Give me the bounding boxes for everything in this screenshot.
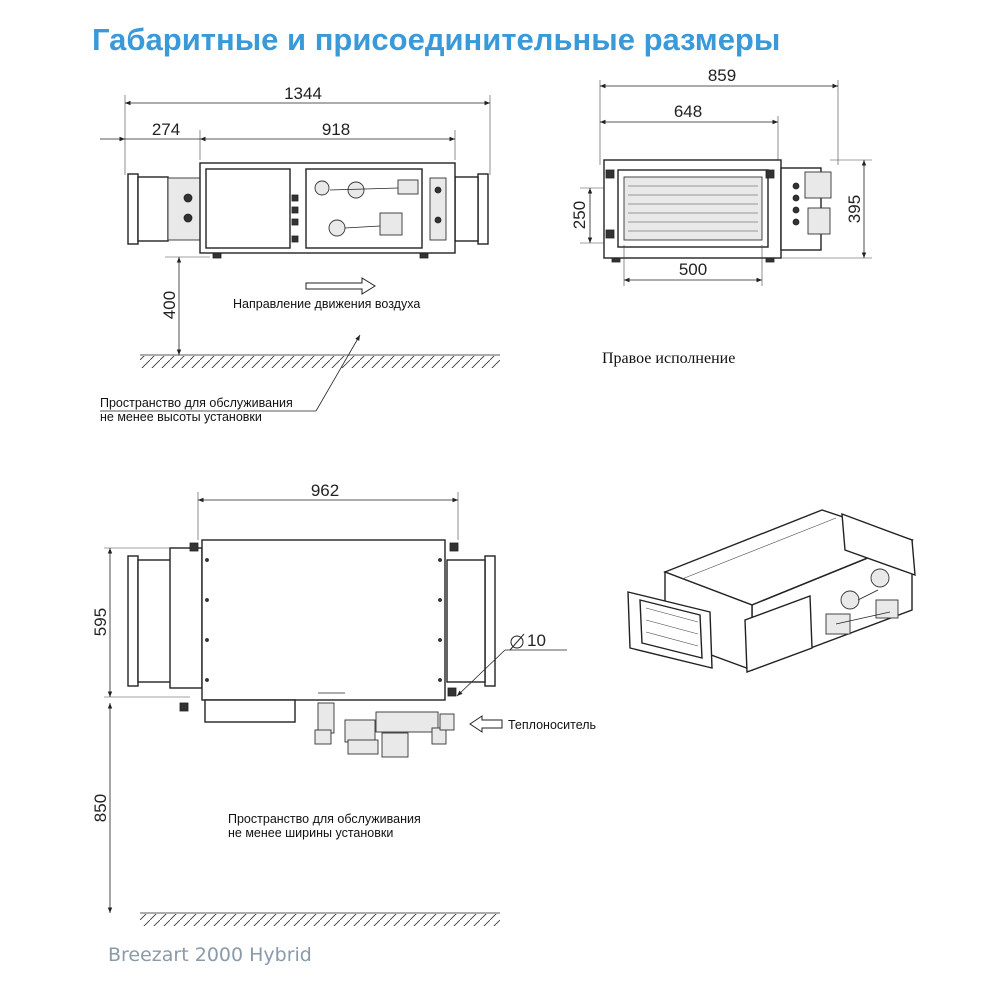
diameter-symbol: [509, 633, 525, 651]
dim-top-width: 962: [311, 481, 339, 500]
dim-side-total: 1344: [284, 84, 322, 103]
right-flange: [477, 173, 489, 245]
dim-front-height-small: 250: [570, 201, 589, 229]
page-title: Габаритные и присоединительные размеры: [92, 22, 781, 57]
dim-top-clearance: 850: [91, 794, 110, 822]
dim-diameter: 10: [527, 631, 546, 650]
dim-front-total: 859: [708, 66, 736, 85]
service-note-line1: Пространство для обслуживания: [100, 396, 293, 410]
top-housing: [201, 539, 446, 701]
top-service-note-line2: не менее ширины установки: [228, 826, 393, 840]
dim-side-height: 400: [160, 291, 179, 319]
control-panel: [205, 168, 291, 249]
isometric-view: [627, 509, 916, 673]
airflow-label: Направление движения воздуха: [233, 297, 420, 311]
top-view: 962 595 850: [91, 481, 596, 926]
dim-front-height-total: 395: [845, 195, 864, 223]
dim-side-left: 274: [152, 120, 180, 139]
variant-label: Правое исполнение: [602, 350, 735, 367]
front-view: 859 648 250 395: [570, 66, 872, 367]
service-note-line2: не менее высоты установки: [100, 410, 262, 424]
dim-side-main: 918: [322, 120, 350, 139]
model-name: Breezart 2000 Hybrid: [108, 944, 312, 966]
top-service-note-line1: Пространство для обслуживания: [228, 812, 421, 826]
dim-front-inner: 648: [674, 102, 702, 121]
heat-carrier-label: Теплоноситель: [508, 718, 596, 732]
left-flange: [127, 173, 139, 245]
damper-grille: [623, 176, 763, 241]
airflow-arrow: [305, 277, 376, 295]
dim-top-depth: 595: [91, 608, 110, 636]
heat-carrier-arrow: [469, 715, 503, 733]
dim-front-width: 500: [679, 260, 707, 279]
side-view: 1344 274 918: [100, 84, 500, 424]
floor-hatch: [140, 356, 500, 368]
fan-block: [167, 177, 201, 241]
